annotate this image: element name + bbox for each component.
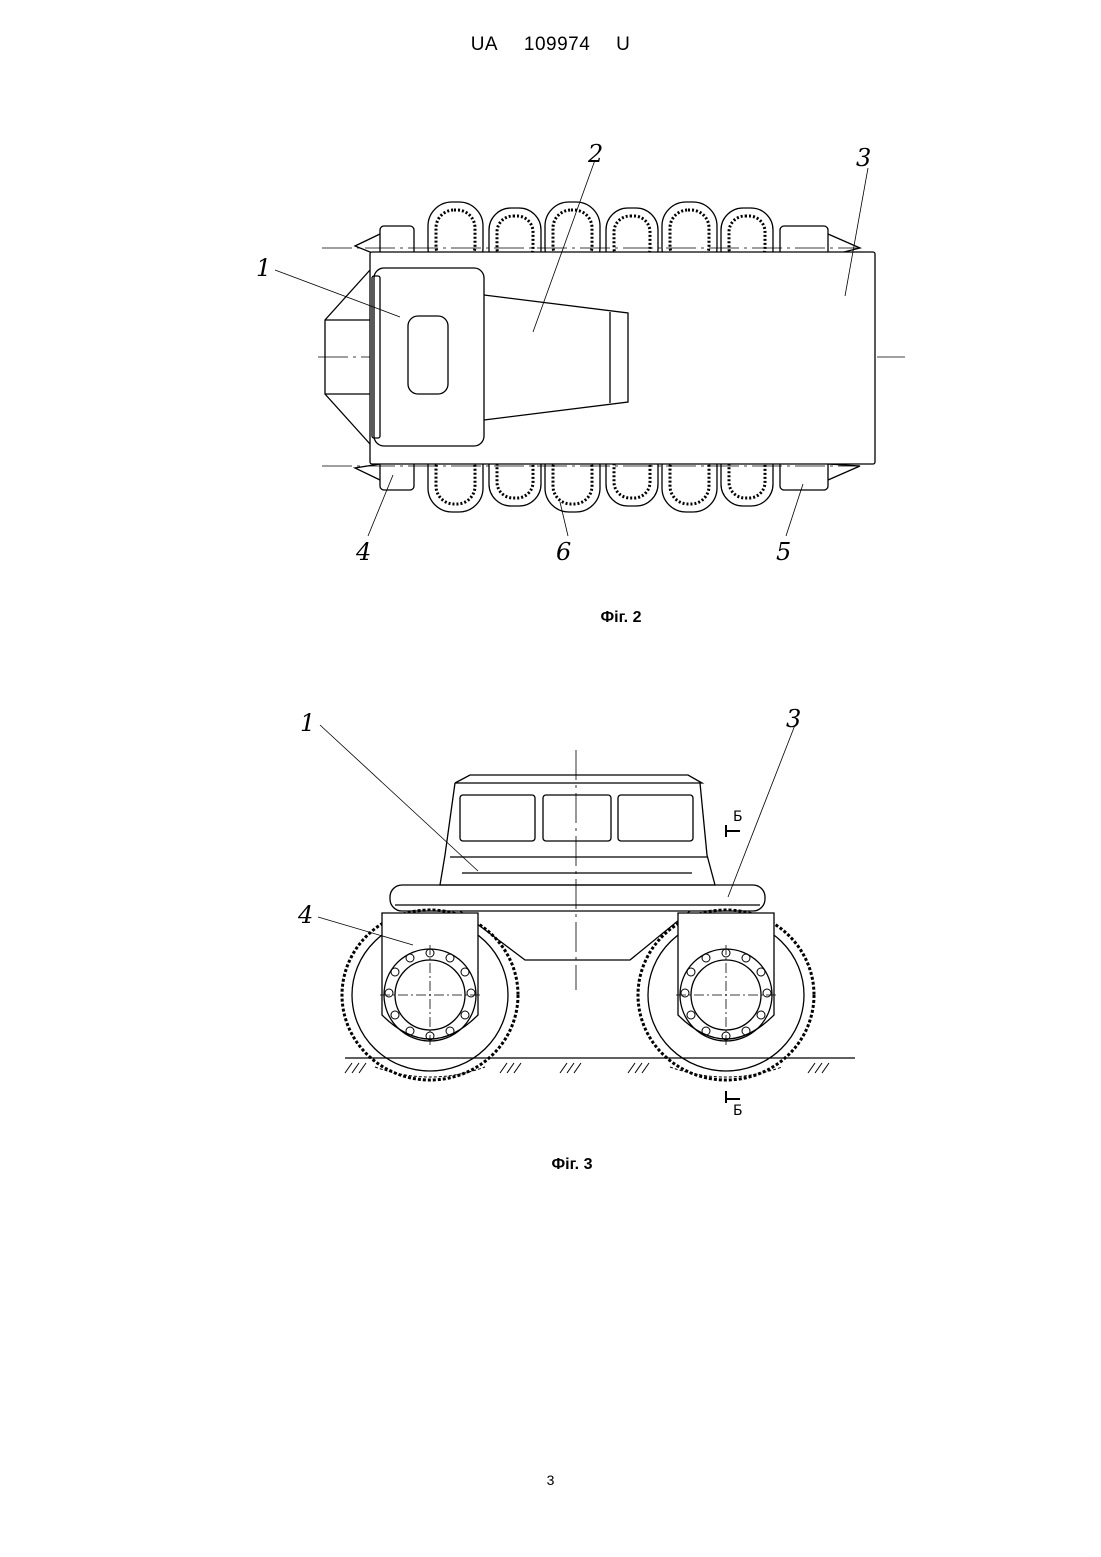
document-kind: U [616,34,630,55]
left-wheel [342,910,518,1080]
section-mark-top: Б [733,809,743,825]
page-number: 3 [0,1472,1101,1488]
section-mark-bottom: Б [733,1103,743,1119]
country-code: UA [471,34,498,55]
patent-number: 109974 [524,34,590,55]
fig3-label-3: 3 [786,705,801,733]
figure-3-caption: Фіг. 3 [472,1156,672,1174]
fig3-label-1: 1 [300,709,315,737]
document-header: UA 109974 U [0,34,1101,56]
fig3-label-4: 4 [297,901,313,929]
right-wheel [638,910,814,1080]
figure-2-caption: Фіг. 2 [521,609,721,627]
figure-2-drawing: 1 2 3 4 5 6 [0,130,1101,570]
fig2-label-6: 6 [556,538,571,566]
fig2-label-3: 3 [856,144,871,172]
fig2-label-5: 5 [776,538,791,566]
figure-3-drawing: 1 3 4 Б Б [0,695,1101,1135]
fig2-label-4: 4 [355,538,371,566]
fig2-label-2: 2 [587,140,603,168]
fig2-label-1: 1 [256,254,271,282]
